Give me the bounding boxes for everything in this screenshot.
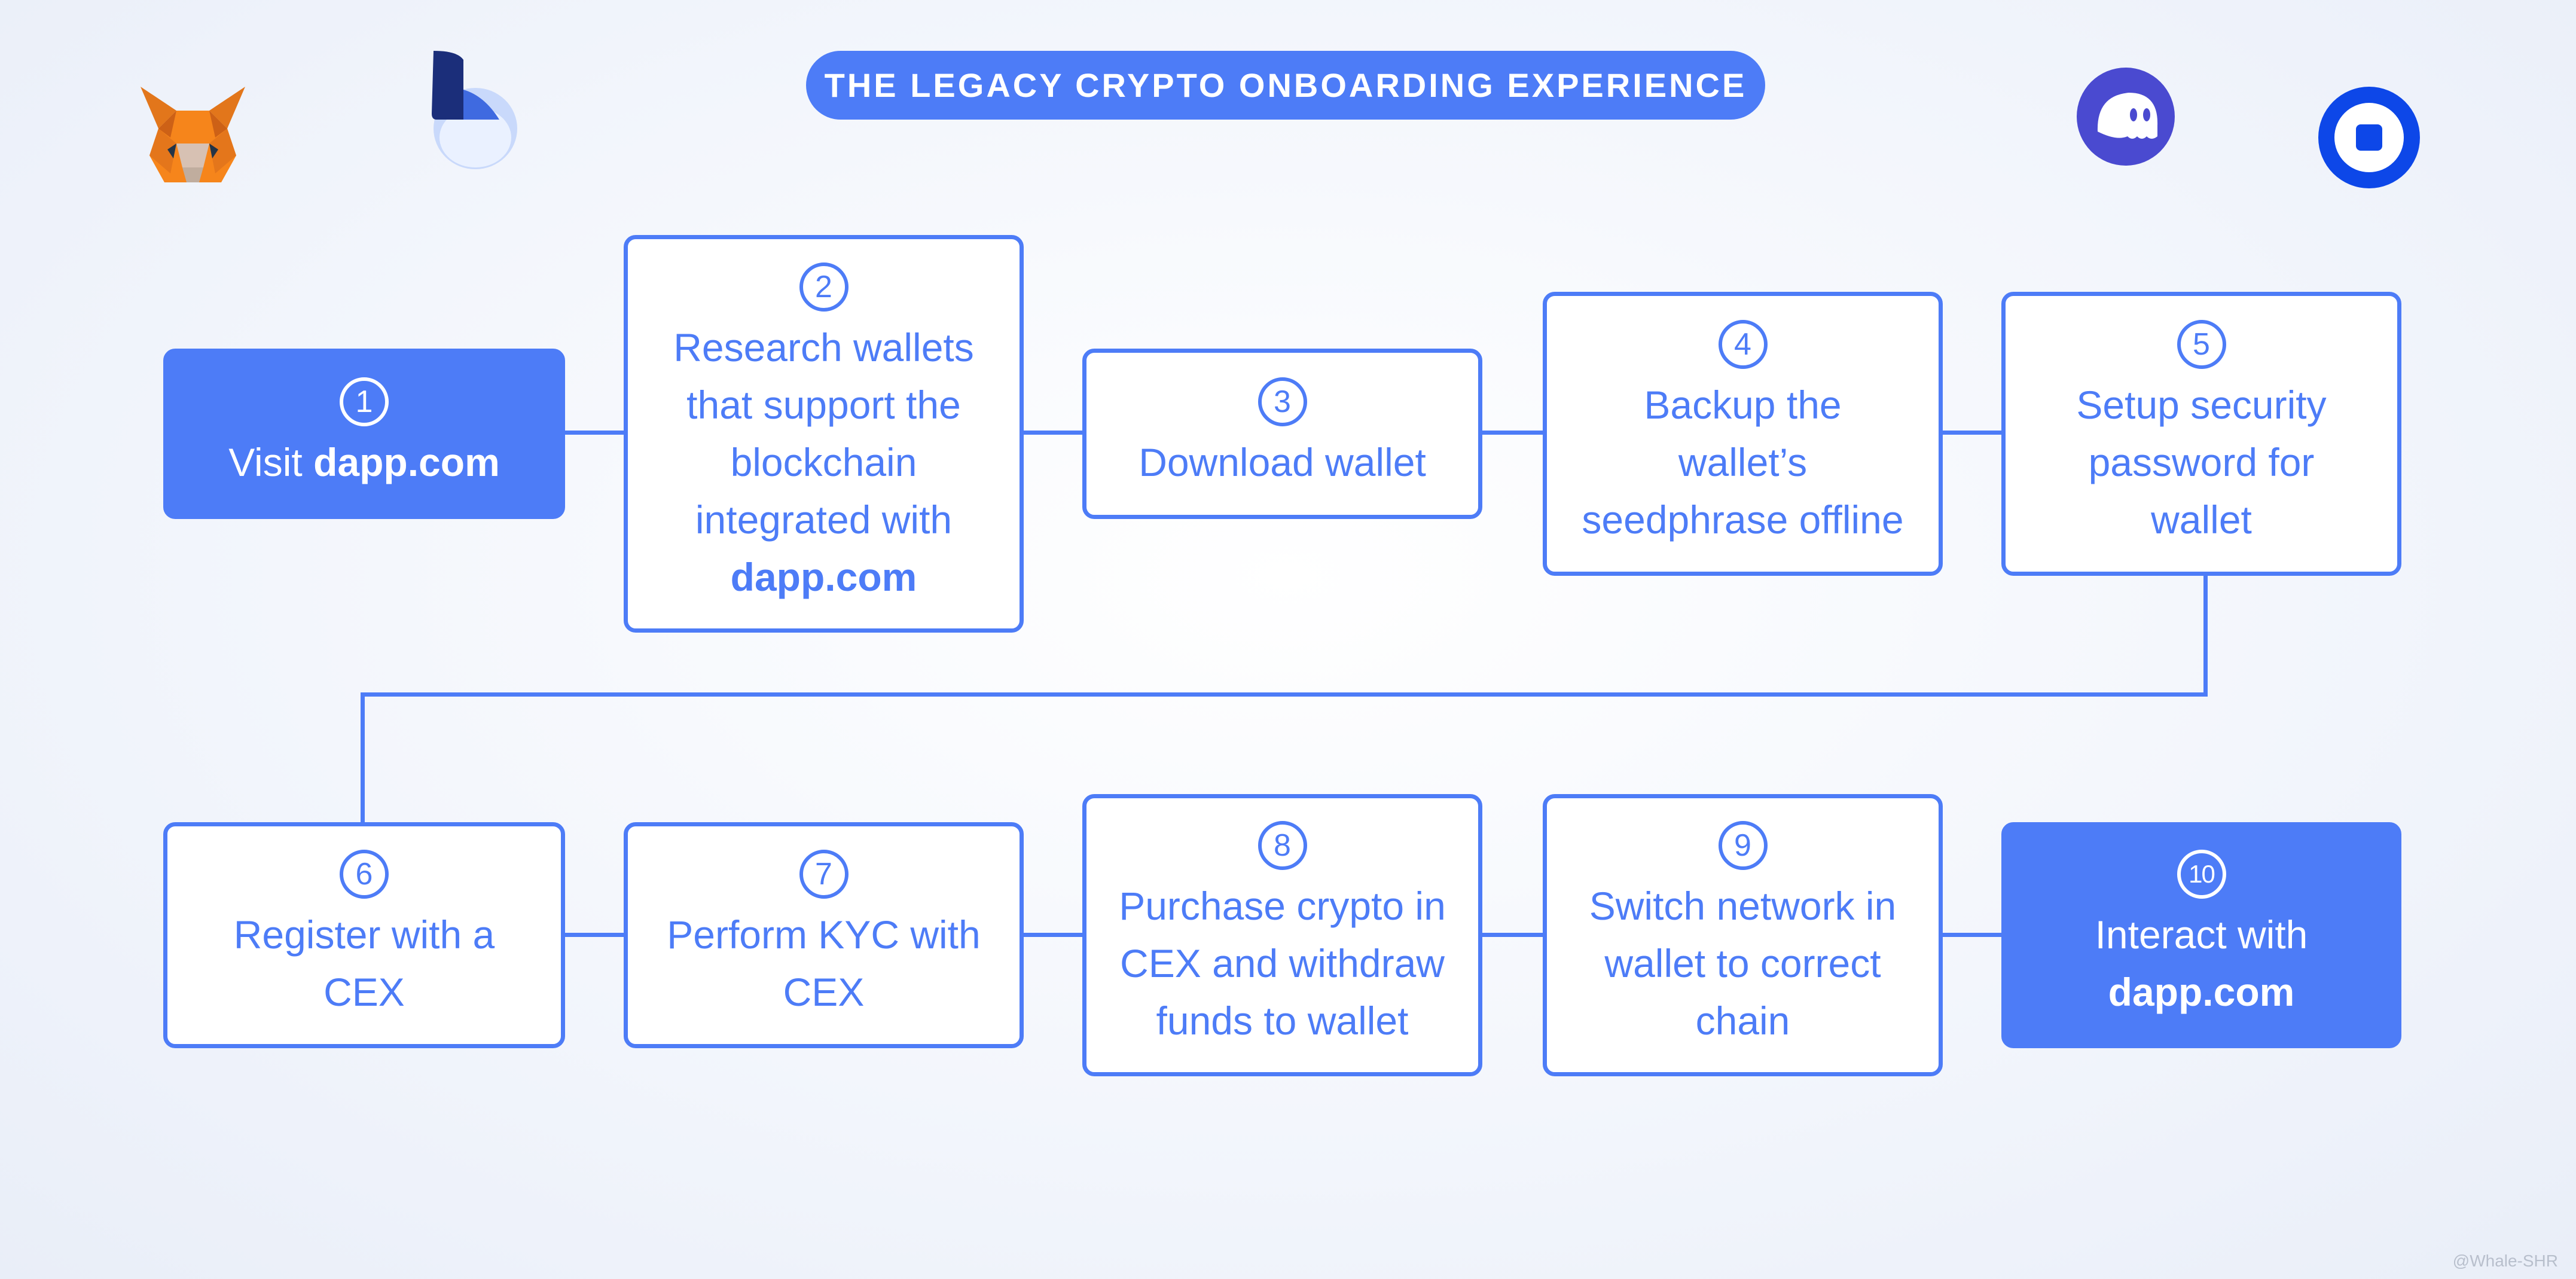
step-6-box: 6 Register with a CEX	[163, 822, 565, 1048]
step-4-number: 4	[1718, 319, 1768, 369]
step-6-number: 6	[340, 850, 389, 899]
step-10-box: 10 Interact with dapp.com	[2001, 822, 2401, 1048]
connector-3-4	[1481, 431, 1543, 435]
step-10-number: 10	[2177, 850, 2226, 899]
step-10-text: Interact with dapp.com	[2095, 912, 2308, 1014]
connector-down-6	[361, 692, 365, 827]
wallet-logo-blue	[432, 51, 517, 169]
step-1-number: 1	[340, 377, 389, 426]
step-7-box: 7 Perform KYC with CEX	[624, 822, 1024, 1048]
step-2-number: 2	[799, 262, 849, 312]
coinbase-wallet-logo	[2318, 87, 2420, 188]
step-7-text: Perform KYC with CEX	[667, 912, 981, 1014]
step-9-box: 9 Switch network in wallet to correct ch…	[1543, 794, 1943, 1076]
watermark: @Whale-SHR	[2452, 1251, 2558, 1270]
step-2-text: Research wallets that support the blockc…	[673, 325, 974, 599]
step-6-text: Register with a CEX	[233, 912, 495, 1014]
metamask-fox-logo	[141, 87, 245, 182]
step-1-text: Visit dapp.com	[228, 439, 500, 484]
connector-7-8	[1023, 933, 1082, 937]
connector-2-3	[1023, 431, 1082, 435]
phantom-ghost-logo	[2077, 68, 2175, 166]
step-7-number: 7	[799, 850, 849, 899]
step-5-text: Setup security password for wallet	[2076, 382, 2327, 542]
diagram-title: THE LEGACY CRYPTO ONBOARDING EXPERIENCE	[806, 51, 1765, 120]
connector-4-5	[1942, 431, 2001, 435]
connector-5-down	[2203, 571, 2208, 697]
step-3-box: 3 Download wallet	[1082, 349, 1482, 519]
connector-8-9	[1481, 933, 1543, 937]
step-4-box: 4 Backup the wallet’s seedphrase offline	[1543, 292, 1943, 576]
step-5-number: 5	[2177, 319, 2226, 369]
connector-9-10	[1942, 933, 2001, 937]
step-3-text: Download wallet	[1139, 439, 1426, 484]
connector-6-7	[564, 933, 624, 937]
step-8-box: 8 Purchase crypto in CEX and withdraw fu…	[1082, 794, 1482, 1076]
step-3-number: 3	[1258, 377, 1307, 426]
step-9-number: 9	[1718, 821, 1768, 870]
step-8-text: Purchase crypto in CEX and withdraw fund…	[1119, 884, 1446, 1043]
step-9-text: Switch network in wallet to correct chai…	[1589, 884, 1897, 1043]
step-8-number: 8	[1258, 821, 1307, 870]
step-4-text: Backup the wallet’s seedphrase offline	[1582, 382, 1904, 542]
step-2-box: 2 Research wallets that support the bloc…	[624, 235, 1024, 633]
step-5-box: 5 Setup security password for wallet	[2001, 292, 2401, 576]
connector-across	[361, 692, 2208, 697]
step-1-box: 1 Visit dapp.com	[163, 349, 565, 519]
connector-1-2	[564, 431, 624, 435]
